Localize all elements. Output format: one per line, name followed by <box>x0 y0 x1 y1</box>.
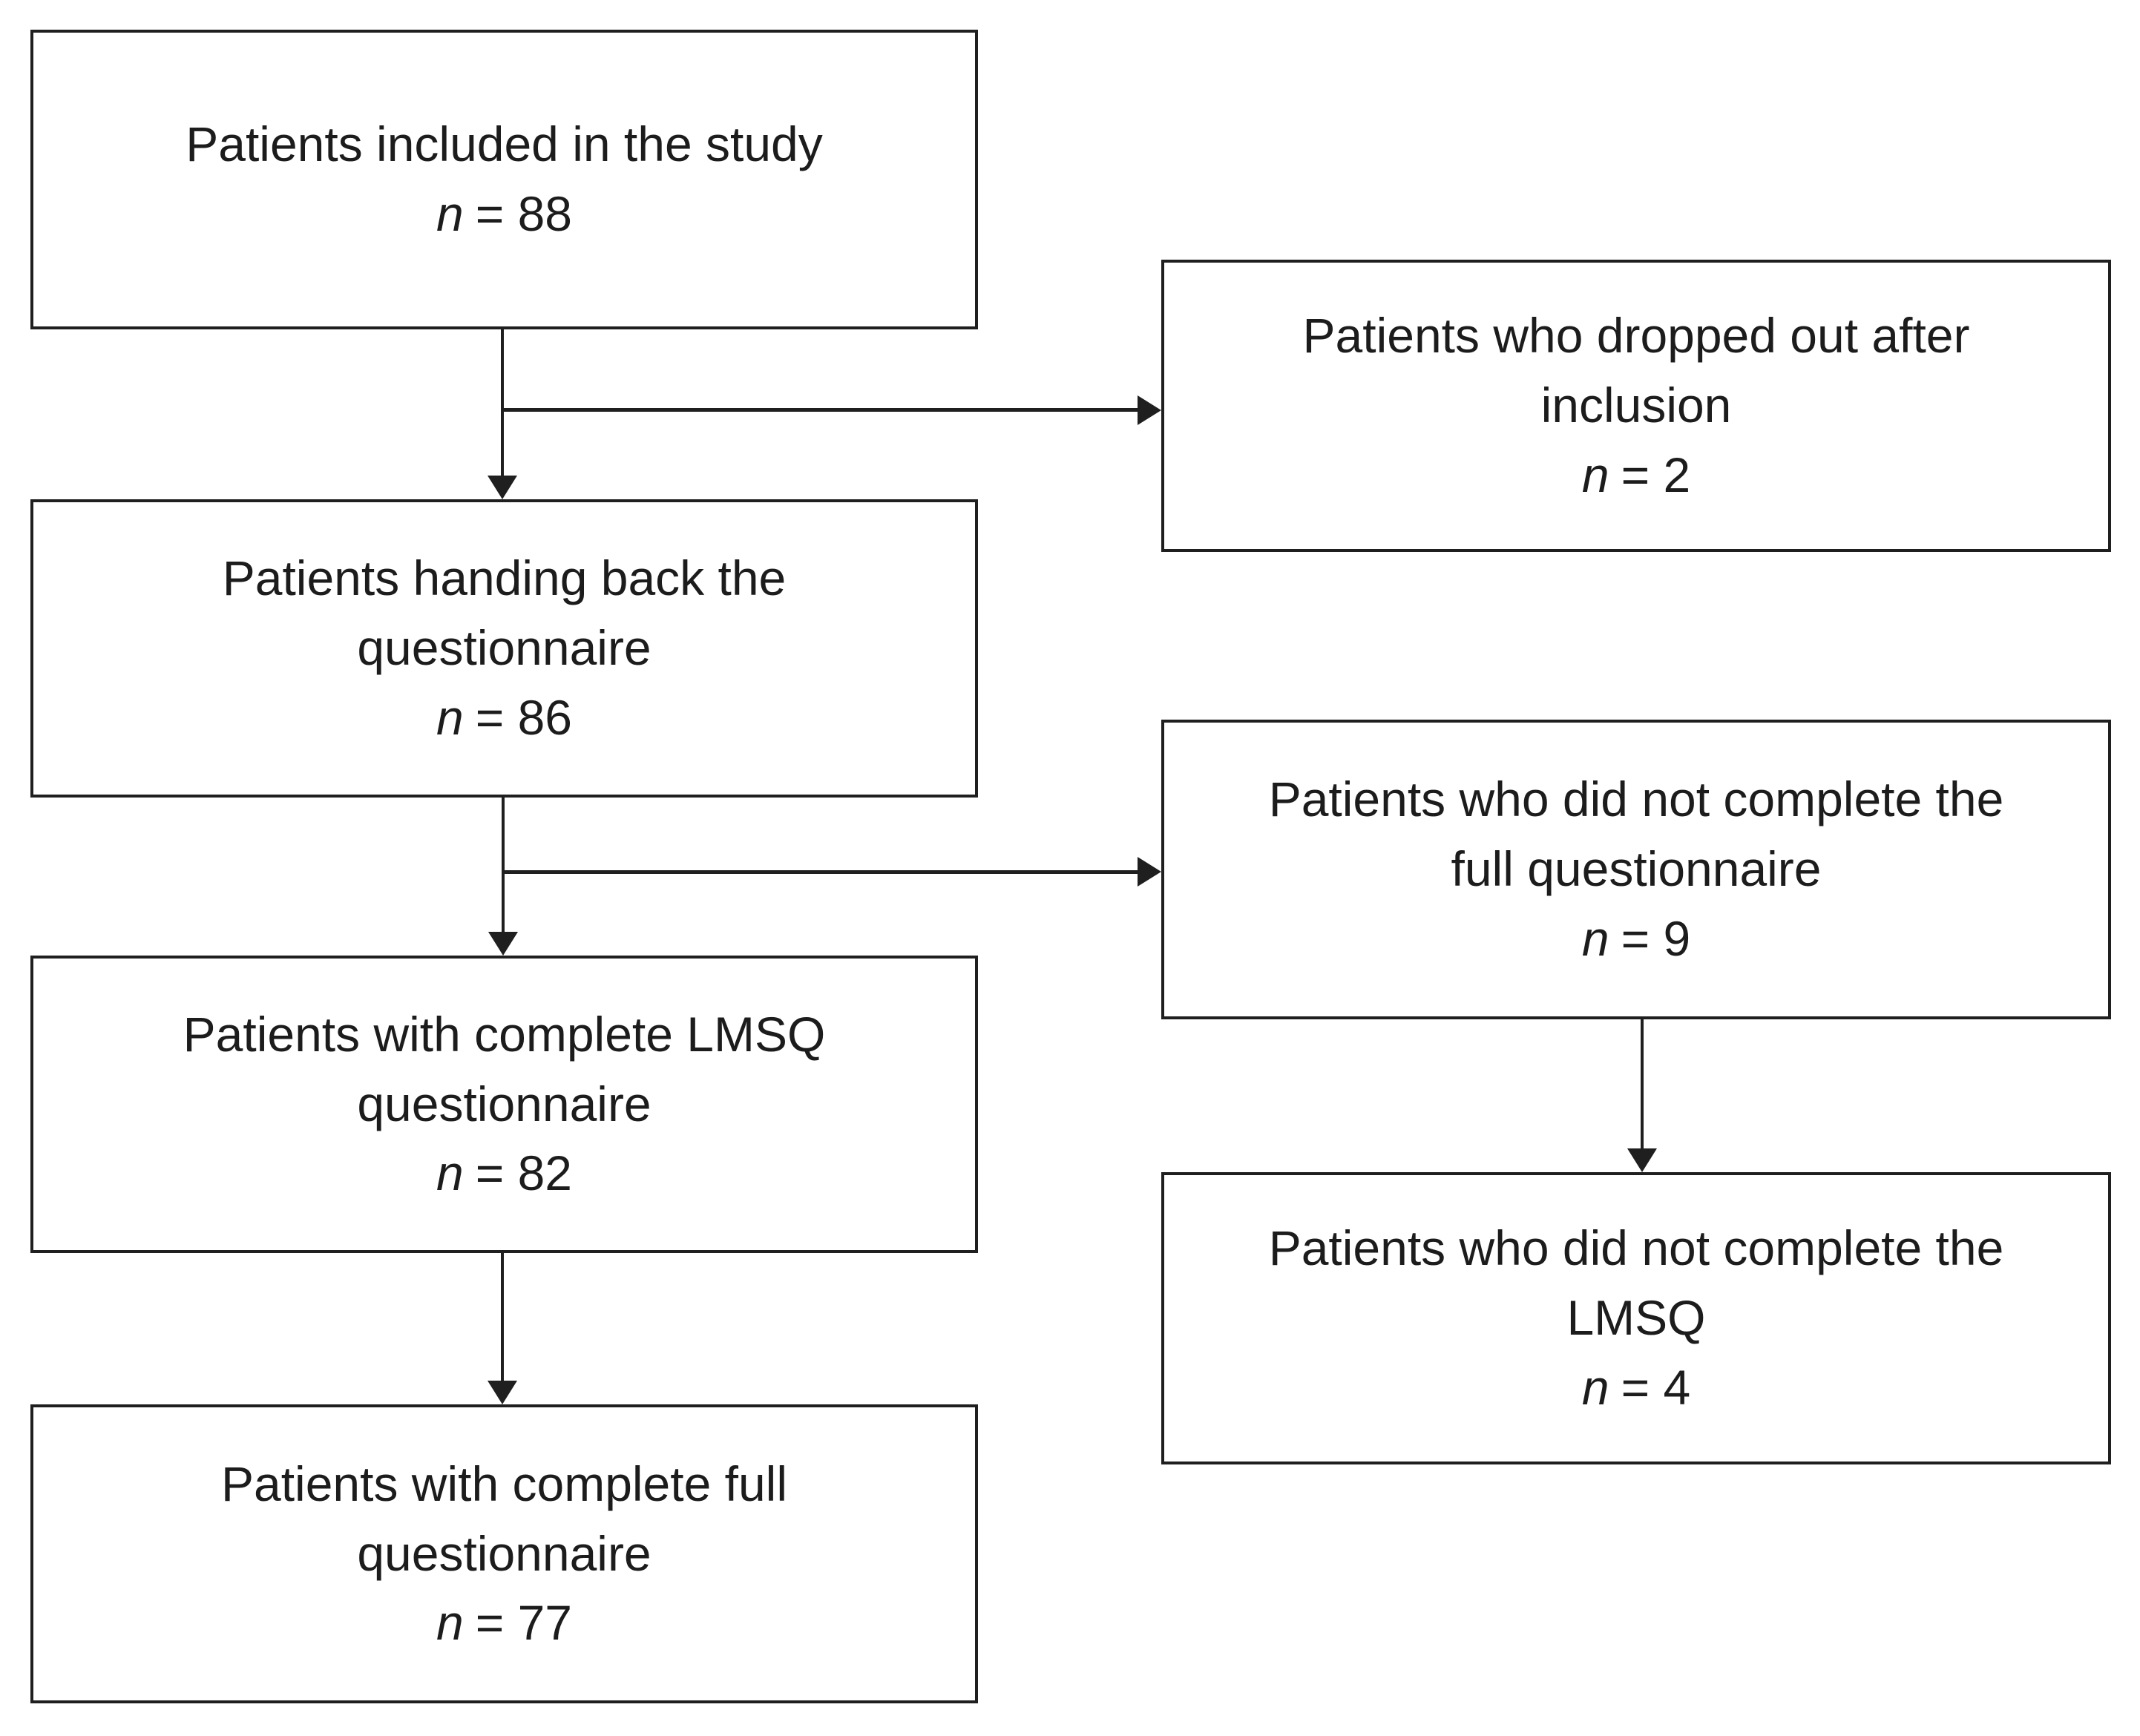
arrowhead-down-icon <box>1627 1148 1657 1172</box>
box-text-line: Patients with complete full <box>220 1456 788 1511</box>
arrowhead-down-icon <box>488 932 518 956</box>
count-line: n= 2 <box>1582 441 1690 510</box>
connector-included-to-handed-back <box>501 329 504 477</box>
n-symbol: n <box>436 689 464 745</box>
box-text-line: inclusion <box>1540 378 1732 433</box>
n-value: = 86 <box>475 689 572 745</box>
box-complete-full: Patients with complete full questionnair… <box>30 1404 978 1703</box>
arrowhead-down-icon <box>488 1381 517 1404</box>
box-text-line: full questionnaire <box>1451 841 1822 897</box>
box-text-line: Patients who dropped out after <box>1302 308 1970 364</box>
box-incomplete-full: Patients who did not complete the full q… <box>1161 720 2111 1019</box>
box-text-line: Patients with complete LMSQ <box>183 1006 826 1062</box>
count-line: n= 4 <box>1582 1353 1690 1423</box>
count-line: n= 88 <box>436 180 572 249</box>
count-line: n= 77 <box>436 1588 572 1658</box>
count-line: n= 9 <box>1582 904 1690 974</box>
n-value: = 88 <box>475 186 572 241</box>
box-patients-included: Patients included in the study n= 88 <box>30 30 978 329</box>
n-symbol: n <box>1581 910 1609 966</box>
box-text-line: LMSQ <box>1566 1290 1706 1346</box>
connector-complete-lmsq-to-complete-full <box>501 1252 504 1381</box>
n-symbol: n <box>436 186 464 241</box>
n-symbol: n <box>1581 1359 1609 1415</box>
box-dropped-out: Patients who dropped out after inclusion… <box>1161 260 2111 552</box>
box-text-line: questionnaire <box>357 1076 651 1131</box>
n-value: = 9 <box>1621 910 1691 966</box>
count-line: n= 82 <box>436 1139 572 1209</box>
n-symbol: n <box>436 1595 464 1651</box>
n-value: = 77 <box>475 1595 572 1651</box>
arrowhead-right-icon <box>1138 395 1161 425</box>
box-handed-back: Patients handing back the questionnaire … <box>30 499 978 798</box>
connector-handed-back-to-complete-lmsq <box>502 797 505 932</box>
arrowhead-right-icon <box>1138 857 1161 887</box>
n-symbol: n <box>1581 447 1609 502</box>
connector-to-incomplete-full <box>503 870 1138 874</box>
count-line: n= 86 <box>436 683 572 753</box>
box-complete-lmsq: Patients with complete LMSQ questionnair… <box>30 956 978 1253</box>
n-value: = 2 <box>1621 447 1691 502</box>
box-text-line: Patients included in the study <box>186 116 823 172</box>
arrowhead-down-icon <box>488 476 517 499</box>
box-text-line: questionnaire <box>357 1525 651 1581</box>
box-incomplete-lmsq: Patients who did not complete the LMSQ n… <box>1161 1172 2111 1464</box>
n-value: = 4 <box>1621 1359 1691 1415</box>
box-text-line: Patients who did not complete the <box>1268 1220 2004 1276</box>
box-text-line: questionnaire <box>357 620 651 676</box>
box-text-line: Patients handing back the <box>222 550 787 606</box>
connector-to-dropped-out <box>502 408 1138 412</box>
connector-incomplete-full-to-incomplete-lmsq <box>1641 1019 1644 1148</box>
box-text-line: Patients who did not complete the <box>1268 772 2004 827</box>
n-value: = 82 <box>475 1145 572 1201</box>
n-symbol: n <box>436 1145 464 1201</box>
